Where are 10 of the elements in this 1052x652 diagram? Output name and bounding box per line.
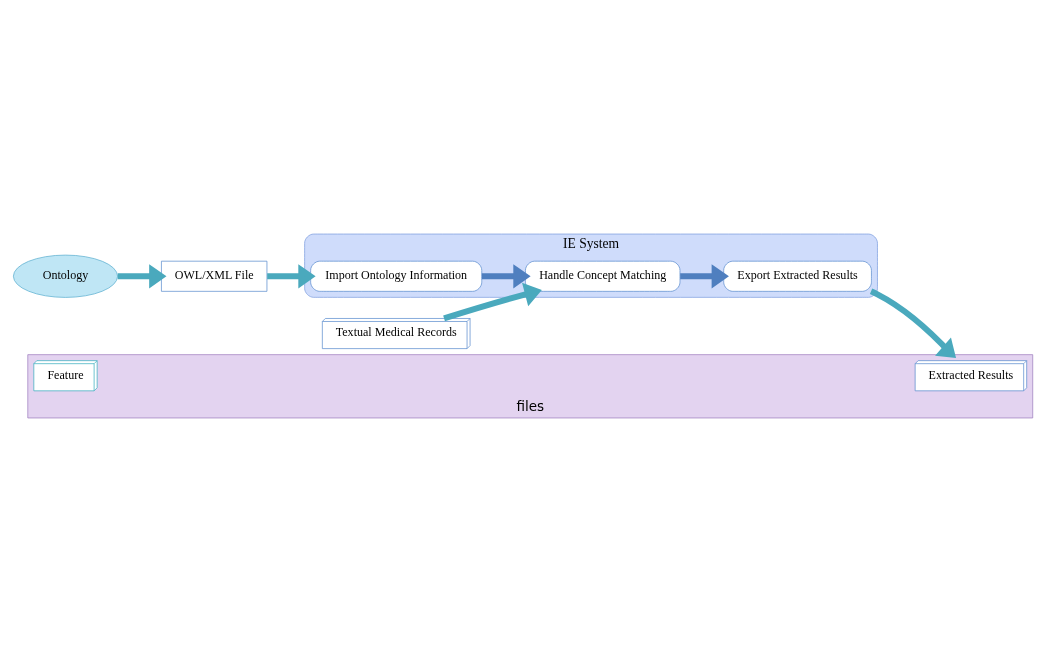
arrow	[117, 264, 167, 289]
arrow	[267, 264, 316, 289]
node-box: Export Extracted Results	[723, 260, 872, 292]
node-box: Handle Concept Matching	[525, 260, 681, 292]
arrow	[869, 288, 957, 359]
arrow	[680, 264, 729, 289]
node-ellipse: Ontology	[13, 254, 118, 298]
node-box: OWL/XML File	[161, 260, 268, 292]
node-box: Import Ontology Information	[310, 260, 483, 292]
arrow	[481, 264, 531, 289]
